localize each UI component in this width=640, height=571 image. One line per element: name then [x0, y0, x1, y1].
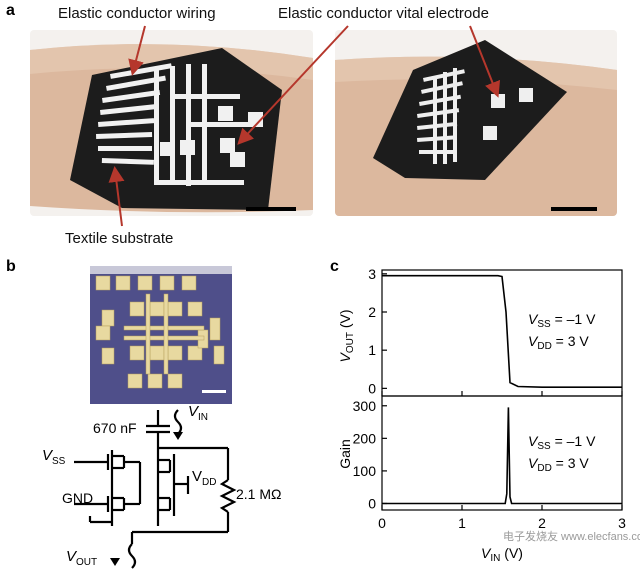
bottom-xtick-label-0: 0: [378, 515, 386, 531]
photo-arm-side-drawing: [335, 30, 617, 216]
top-ytick-label-3: 3: [368, 266, 376, 282]
vdd-label: VDD: [192, 468, 217, 488]
callout-electrode: Elastic conductor vital electrode: [278, 5, 489, 22]
bottom-ylabel: Gain: [337, 439, 353, 469]
photo-arm-side: [335, 30, 617, 216]
vout-curve: [382, 274, 622, 388]
bottom-ytick-label-3: 300: [353, 398, 377, 414]
chip-micrograph-drawing: [90, 266, 232, 404]
callout-arrows: [108, 25, 501, 227]
top-ylabel: VOUT (V): [337, 309, 356, 362]
bottom-xtick-label-1: 1: [458, 515, 466, 531]
top-ytick-label-2: 2: [368, 304, 376, 320]
arrow-wiring: [128, 25, 146, 76]
top-ytick-label-1: 1: [368, 342, 376, 358]
top-annotation-vss: VSS = –1 V: [528, 311, 596, 330]
arrow-electrode-1: [237, 25, 349, 145]
bottom-annotation-vdd: VDD = 3 V: [528, 455, 589, 474]
circuit-schematic: [74, 409, 237, 569]
gnd-label: GND: [62, 490, 94, 506]
callout-substrate: Textile substrate: [65, 230, 174, 247]
arrow-substrate: [108, 166, 125, 227]
vss-label: VSS: [42, 447, 66, 467]
bottom-xtick-label-2: 2: [538, 515, 546, 531]
bottom-xtick-label-3: 3: [618, 515, 626, 531]
vout-label: VOUT: [66, 548, 98, 568]
vin-label: VIN: [188, 403, 209, 423]
photo-arm-front: [30, 30, 313, 216]
photo-arm-front-drawing: [30, 30, 313, 216]
bottom-ytick-label-0: 0: [368, 495, 376, 511]
arrow-electrode-2: [469, 25, 501, 98]
watermark-text: 电子发烧友 www.elecfans.com: [503, 531, 640, 543]
vout-arrow: [127, 543, 137, 569]
bottom-xlabel: VIN (V): [481, 545, 523, 564]
callout-wiring: Elastic conductor wiring: [58, 5, 216, 22]
resistor-label: 2.1 MΩ: [236, 486, 282, 502]
bottom-ytick-label-1: 100: [353, 463, 377, 479]
bottom-ytick-label-2: 200: [353, 430, 377, 446]
panel-label-a: a: [6, 2, 15, 19]
panel-label-b: b: [6, 258, 16, 275]
top-annotation-vdd: VDD = 3 V: [528, 333, 589, 352]
top-ytick-label-0: 0: [368, 380, 376, 396]
bottom-annotation-vss: VSS = –1 V: [528, 433, 596, 452]
panel-c-plots: 0 1 2 3 0 100 200 300 0 1 2 3 VOUT (V) Gain VIN (V…: [337, 266, 626, 564]
panel-label-c: c: [330, 258, 339, 275]
vout-arrowhead: [110, 558, 120, 566]
gain-curve: [382, 407, 622, 505]
cap-label: 670 nF: [93, 420, 137, 436]
resistor: [219, 479, 237, 513]
chip-micrograph: [90, 266, 232, 404]
plot-bottom-frame: [381, 395, 623, 511]
vin-arrowhead: [173, 432, 183, 440]
vin-arrow: [173, 409, 183, 435]
